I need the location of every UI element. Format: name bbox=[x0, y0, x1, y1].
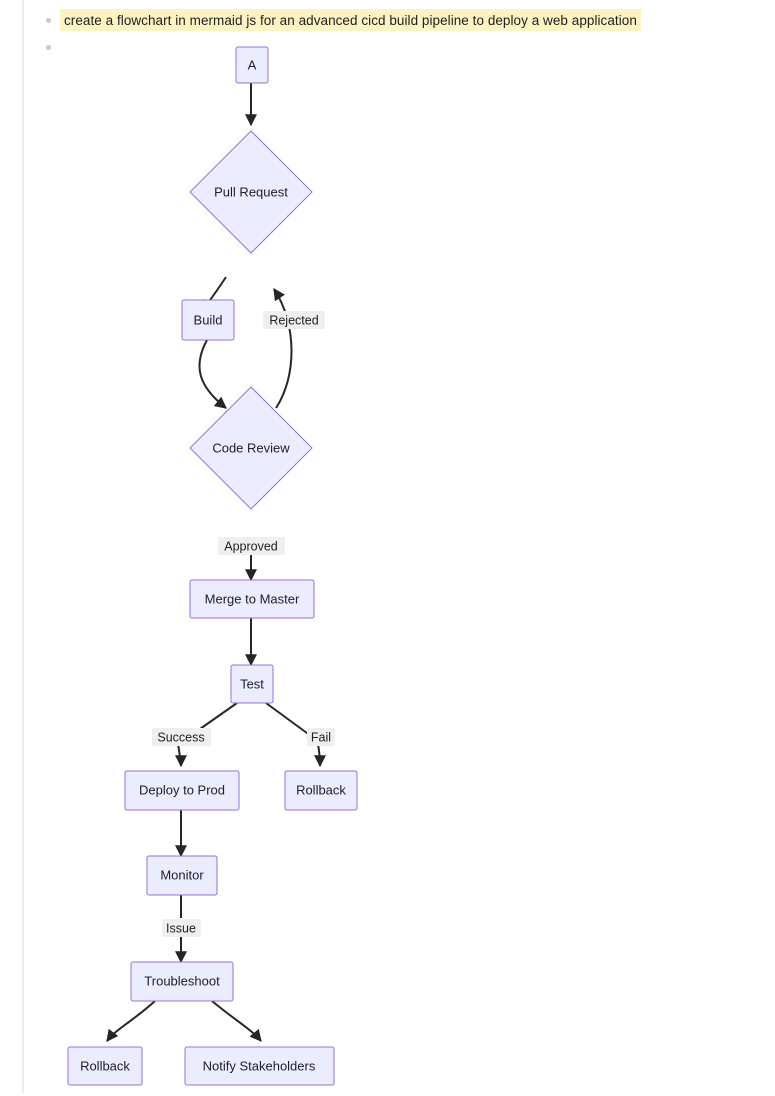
edge-troubleshoot-to-notify bbox=[211, 1000, 262, 1042]
node-notify-stakeholders[interactable]: Notify Stakeholders bbox=[184, 1046, 335, 1086]
node-merge-to-master[interactable]: Merge to Master bbox=[189, 579, 315, 619]
node-pull-request[interactable]: Pull Request bbox=[189, 130, 313, 254]
node-monitor[interactable]: Monitor bbox=[146, 855, 218, 896]
node-monitor-label: Monitor bbox=[160, 867, 204, 882]
node-rollback-fail[interactable]: Rollback bbox=[284, 770, 358, 811]
prompt-text: create a flowchart in mermaid js for an … bbox=[64, 12, 637, 28]
node-troubleshoot[interactable]: Troubleshoot bbox=[130, 961, 234, 1002]
edge-label-approved-text: Approved bbox=[224, 539, 278, 553]
node-troubleshoot-label: Troubleshoot bbox=[144, 973, 220, 988]
node-a-label: A bbox=[248, 57, 257, 72]
edge-label-rejected: Rejected bbox=[263, 311, 325, 329]
node-build[interactable]: Build bbox=[181, 299, 235, 341]
outline-left-rule bbox=[22, 0, 24, 1093]
node-deploy-to-prod-label: Deploy to Prod bbox=[139, 782, 225, 797]
edge-label-rejected-text: Rejected bbox=[269, 313, 318, 327]
edge-label-success-text: Success bbox=[157, 730, 204, 744]
edge-success-to-deploy bbox=[174, 743, 187, 768]
node-code-review-label: Code Review bbox=[212, 440, 290, 455]
edge-codereview-to-pullrequest bbox=[273, 287, 293, 409]
flowchart-diagram: A Pull Request Build Code Review Merge t… bbox=[67, 46, 358, 1086]
edge-test-to-fail-label bbox=[265, 702, 312, 737]
node-build-label: Build bbox=[194, 312, 223, 327]
node-a[interactable]: A bbox=[235, 46, 269, 84]
edge-label-issue-text: Issue bbox=[166, 921, 196, 935]
node-rollback-troubleshoot[interactable]: Rollback bbox=[67, 1046, 143, 1086]
edges-layer bbox=[106, 83, 326, 1042]
node-pull-request-label: Pull Request bbox=[214, 184, 288, 199]
node-merge-to-master-label: Merge to Master bbox=[205, 591, 300, 606]
edge-label-fail-text: Fail bbox=[311, 730, 331, 744]
edge-troubleshoot-to-rollback bbox=[106, 1000, 156, 1042]
edge-build-to-codereview bbox=[198, 339, 227, 409]
nodes-layer: A Pull Request Build Code Review Merge t… bbox=[67, 46, 358, 1086]
prompt-highlight[interactable]: create a flowchart in mermaid js for an … bbox=[60, 9, 641, 31]
node-test[interactable]: Test bbox=[230, 664, 274, 704]
bullet-dot-icon bbox=[46, 18, 51, 23]
edge-fail-to-rollback bbox=[313, 743, 326, 768]
edge-label-issue: Issue bbox=[162, 919, 201, 937]
edge-labels-layer: Rejected Approved Success Fail Issue bbox=[152, 311, 335, 937]
bullet-dot-icon bbox=[46, 45, 51, 50]
node-deploy-to-prod[interactable]: Deploy to Prod bbox=[124, 770, 240, 811]
edge-label-approved: Approved bbox=[218, 537, 285, 555]
node-rollback-fail-label: Rollback bbox=[296, 782, 346, 797]
node-notify-stakeholders-label: Notify Stakeholders bbox=[203, 1058, 316, 1073]
node-code-review[interactable]: Code Review bbox=[189, 386, 313, 510]
edge-label-fail: Fail bbox=[307, 728, 335, 746]
edge-label-success: Success bbox=[152, 728, 211, 746]
node-test-label: Test bbox=[240, 676, 264, 691]
node-rollback-troubleshoot-label: Rollback bbox=[80, 1058, 130, 1073]
